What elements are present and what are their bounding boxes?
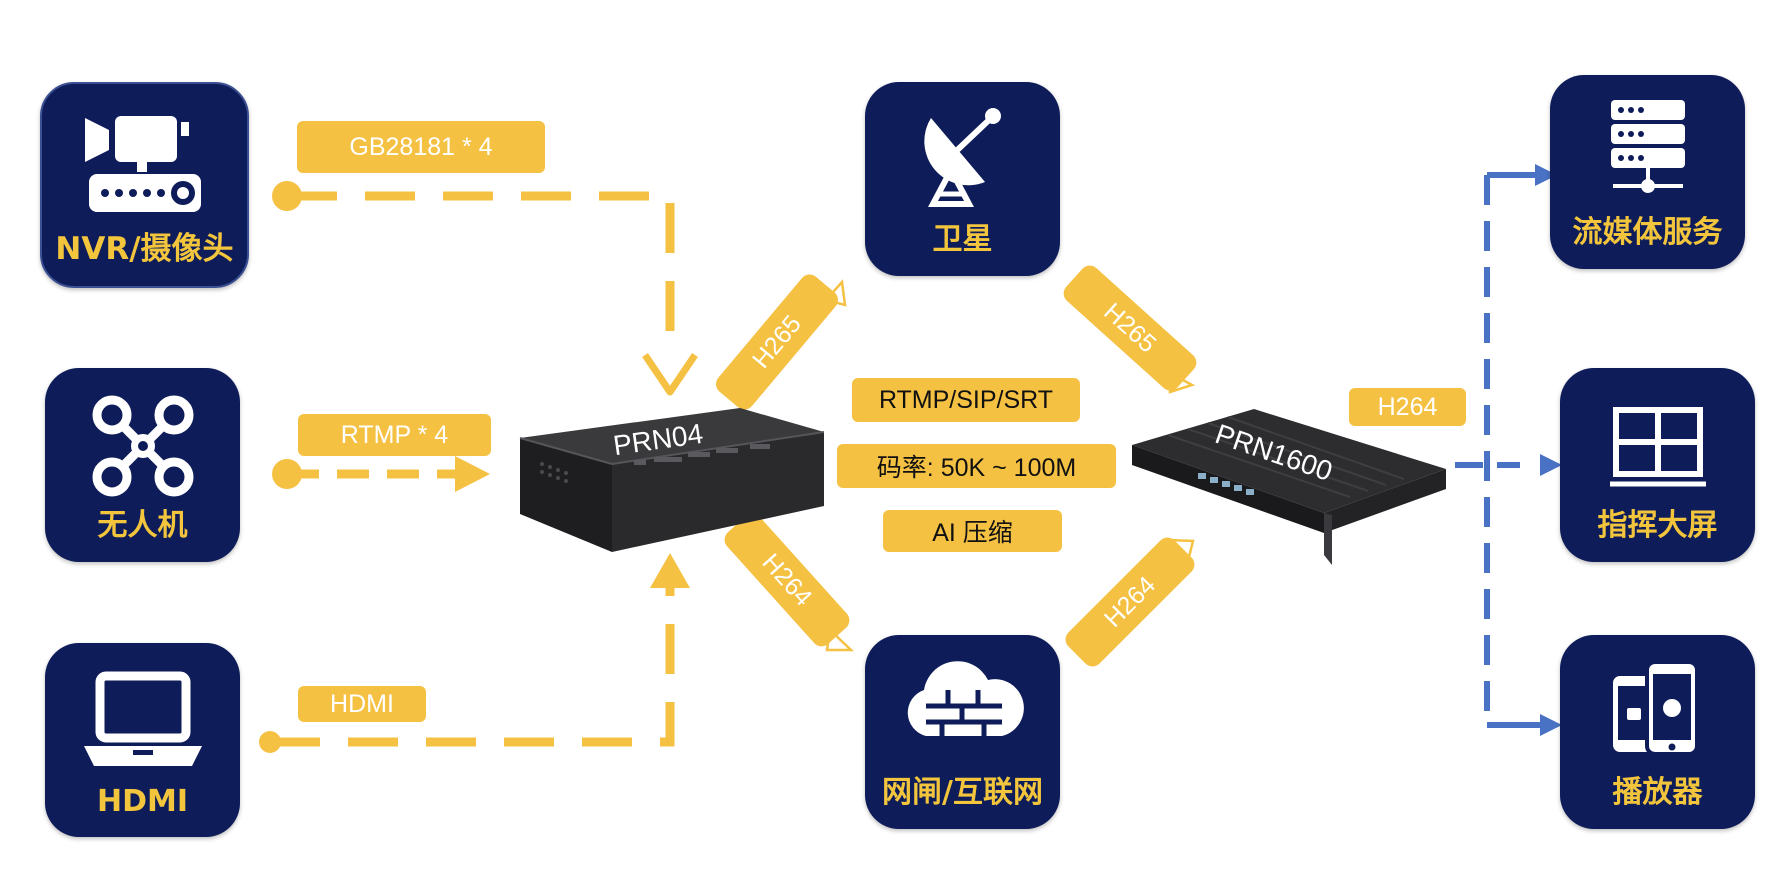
output-streaming: 流媒体服务 (1550, 75, 1745, 269)
output-wall: 指挥大屏 (1560, 368, 1755, 562)
laptop-icon (45, 661, 240, 781)
transport-gateway-label: 网闸/互联网 (882, 775, 1043, 810)
encoder-device-image (519, 408, 825, 552)
output-player: 播放器 (1560, 635, 1755, 829)
source-hdmi-label: HDMI (96, 784, 189, 819)
source-drone-label: 无人机 (97, 508, 188, 543)
satellite-dish-icon (865, 96, 1060, 216)
ai-compression-tag: AI 压缩 (883, 510, 1062, 552)
video-wall-icon (1560, 390, 1755, 510)
transport-gateway: 网闸/互联网 (865, 635, 1060, 829)
drone-icon (45, 386, 240, 506)
hdmi-connector (270, 588, 675, 747)
source-hdmi: HDMI (45, 643, 240, 837)
camera-nvr-icon (42, 102, 247, 222)
source-nvr-label: NVR/摄像头 (55, 231, 234, 267)
transport-satellite-label: 卫星 (932, 222, 993, 257)
drone-protocol-tag: RTMP * 4 (298, 414, 491, 456)
output-player-label: 播放器 (1612, 775, 1703, 810)
drone-arrowhead (455, 456, 490, 492)
source-drone: 无人机 (45, 368, 240, 562)
nvr-connector (287, 191, 675, 352)
hdmi-arrowhead (650, 553, 690, 588)
cloud-firewall-icon (865, 643, 1060, 763)
source-nvr: NVR/摄像头 (40, 82, 249, 288)
nvr-protocol-tag: GB28181 * 4 (297, 121, 545, 173)
mobile-devices-icon (1560, 649, 1755, 769)
output-wall-label: 指挥大屏 (1597, 508, 1718, 543)
protocol-spec-tag: RTMP/SIP/SRT (852, 378, 1080, 422)
output-streaming-label: 流媒体服务 (1572, 215, 1723, 250)
transport-satellite: 卫星 (865, 82, 1060, 276)
hdmi-protocol-tag: HDMI (298, 686, 426, 722)
decoder-output-codec-tag: H264 (1349, 388, 1466, 426)
bitrate-spec-tag: 码率: 50K ~ 100M (837, 444, 1116, 488)
server-rack-icon (1550, 89, 1745, 209)
decoder-device-image (1132, 409, 1446, 565)
nvr-arrowhead (642, 353, 698, 396)
